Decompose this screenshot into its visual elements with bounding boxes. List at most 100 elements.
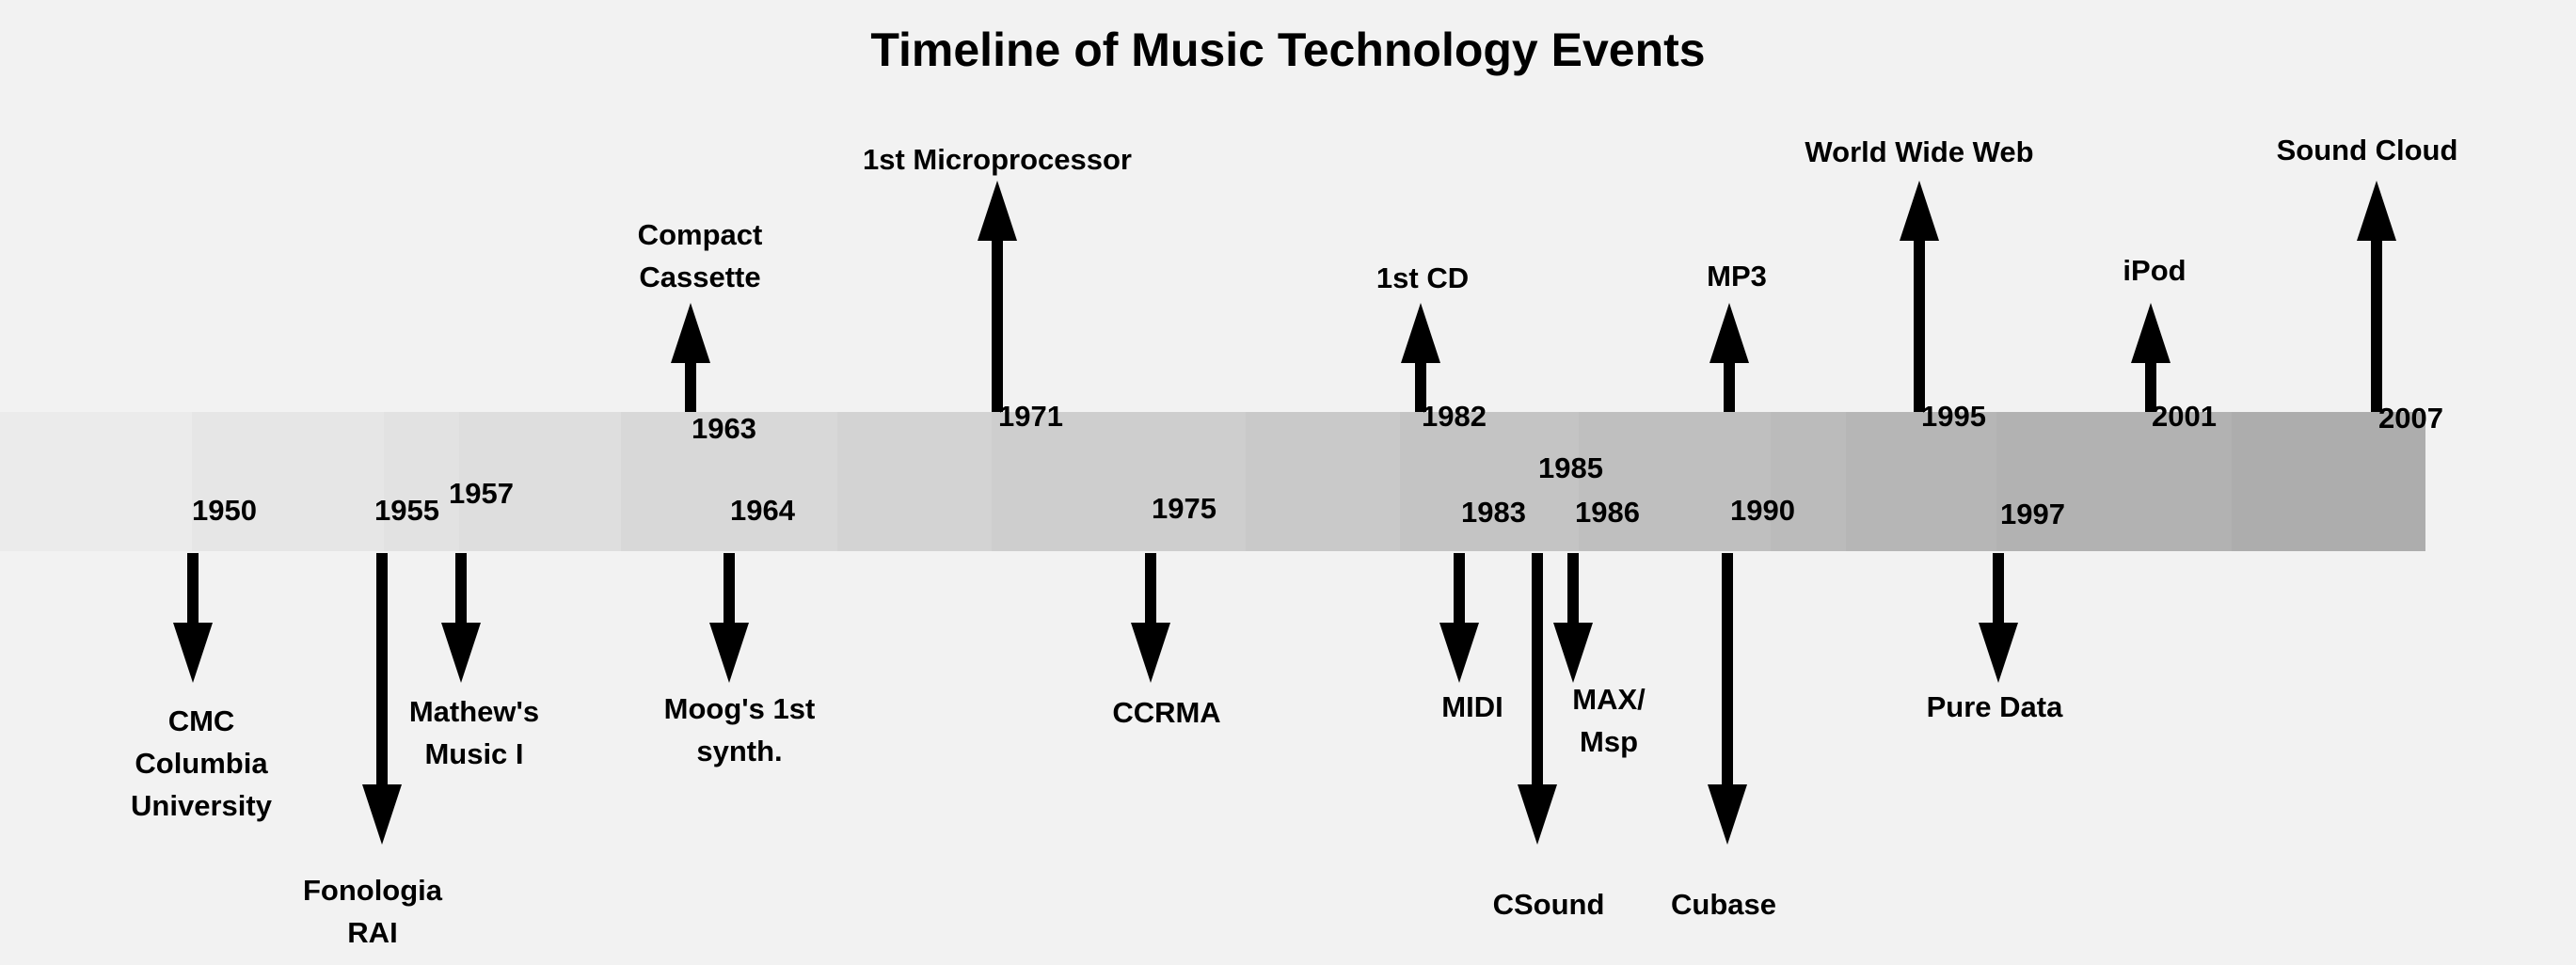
event-label-line: Music I xyxy=(424,736,524,770)
year-label-ccrma: 1975 xyxy=(1152,492,1216,525)
year-label-mp3: 1990 xyxy=(1730,494,1795,527)
event-label-line: Compact xyxy=(637,218,763,251)
arrow-music-i xyxy=(441,553,481,683)
arrow-csound xyxy=(1518,553,1557,845)
event-label-puredata: Pure Data xyxy=(1927,687,2063,729)
event-label-midi: MIDI xyxy=(1441,687,1503,729)
event-label-line: Fonologia xyxy=(302,874,443,907)
year-label-moog: 1964 xyxy=(730,494,795,527)
arrow-shaft xyxy=(1454,553,1465,625)
arrow-shaft xyxy=(992,239,1003,412)
event-label-line: Columbia xyxy=(135,746,268,780)
event-label-line: 1st Microprocessor xyxy=(863,143,1132,176)
band-segment xyxy=(992,412,1246,551)
event-label-line: World Wide Web xyxy=(1805,135,2034,168)
year-label-puredata: 1997 xyxy=(2000,498,2065,530)
year-label-soundcloud: 2007 xyxy=(2378,402,2443,435)
event-label-line: synth. xyxy=(696,734,783,767)
event-label-line: RAI xyxy=(347,915,398,949)
arrow-shaft xyxy=(1993,553,2004,625)
event-label-line: MP3 xyxy=(1707,260,1767,293)
event-label-line: Cassette xyxy=(639,260,761,293)
arrow-head xyxy=(173,623,213,683)
band-segment xyxy=(459,412,621,551)
arrow-puredata xyxy=(1979,553,2018,683)
band-segment xyxy=(1579,412,1771,551)
arrow-shaft xyxy=(455,553,467,625)
event-label-line: Msp xyxy=(1580,724,1638,758)
band-segment xyxy=(384,412,459,551)
band-segment xyxy=(1996,412,2232,551)
event-label-line: MAX/ xyxy=(1572,683,1646,716)
arrow-head xyxy=(709,623,749,683)
band-segment xyxy=(0,412,192,551)
arrow-head xyxy=(978,181,1017,241)
arrow-head xyxy=(1979,623,2018,683)
event-label-line: University xyxy=(131,788,272,822)
arrow-shaft xyxy=(1532,553,1543,786)
arrow-cubase xyxy=(1708,553,1747,845)
arrow-head xyxy=(1518,784,1557,845)
arrow-cmc xyxy=(173,553,213,683)
diagram-title: Timeline of Music Technology Events xyxy=(870,24,1706,76)
band-segment xyxy=(621,412,837,551)
event-label-mp3: MP3 xyxy=(1707,256,1767,298)
arrow-fonologia xyxy=(362,553,402,845)
event-label-microprocessor: 1st Microprocessor xyxy=(863,139,1132,182)
arrow-head xyxy=(1900,181,1939,241)
arrow-head xyxy=(671,303,710,363)
event-label-moog: Moog's 1st synth. xyxy=(664,688,816,773)
arrow-shaft xyxy=(2145,361,2156,412)
arrow-head xyxy=(2357,181,2396,241)
arrow-head xyxy=(441,623,481,683)
event-label-max: MAX/Msp xyxy=(1572,679,1646,764)
event-label-ccrma: CCRMA xyxy=(1112,692,1220,735)
arrow-head xyxy=(1709,303,1749,363)
arrow-shaft xyxy=(1722,553,1733,786)
arrow-www xyxy=(1900,181,1939,412)
arrow-ipod xyxy=(2131,303,2171,412)
arrow-cd xyxy=(1401,303,1440,412)
year-label-cmc: 1950 xyxy=(192,494,257,527)
event-label-line: CSound xyxy=(1492,888,1605,921)
arrow-moog xyxy=(709,553,749,683)
arrow-shaft xyxy=(1567,553,1579,625)
arrow-head xyxy=(1439,623,1479,683)
band-segment xyxy=(1400,412,1579,551)
band-segment xyxy=(837,412,992,551)
arrow-shaft xyxy=(685,361,696,412)
arrow-head xyxy=(2131,303,2171,363)
year-label-max: 1986 xyxy=(1575,496,1640,529)
arrow-head xyxy=(1553,623,1593,683)
event-label-line: Moog's 1st xyxy=(663,692,816,725)
arrow-soundcloud xyxy=(2357,181,2396,412)
event-label-line: MIDI xyxy=(1441,690,1503,723)
year-label-music-i: 1957 xyxy=(449,477,514,510)
arrow-mp3 xyxy=(1709,303,1749,412)
arrow-shaft xyxy=(187,553,199,625)
arrow-shaft xyxy=(724,553,735,625)
year-label-www: 1995 xyxy=(1921,400,1986,433)
year-label-midi: 1983 xyxy=(1461,496,1526,529)
event-label-line: Mathew's xyxy=(408,695,540,728)
band-segment xyxy=(1771,412,1846,551)
event-label-cd: 1st CD xyxy=(1376,258,1469,300)
band-segment xyxy=(192,412,384,551)
arrow-head xyxy=(362,784,402,845)
arrow-midi xyxy=(1439,553,1479,683)
arrow-max xyxy=(1553,553,1593,683)
arrow-cassette xyxy=(671,303,710,412)
arrow-ccrma xyxy=(1131,553,1170,683)
year-label-csound: 1985 xyxy=(1538,451,1603,484)
year-label-cd: 1982 xyxy=(1422,400,1487,433)
arrow-shaft xyxy=(2371,239,2382,412)
event-label-www: World Wide Web xyxy=(1805,132,2033,174)
event-label-line: Cubase xyxy=(1671,888,1776,921)
event-label-line: iPod xyxy=(2123,254,2186,287)
band-segment xyxy=(2232,412,2425,551)
year-label-cassette: 1963 xyxy=(692,412,756,445)
event-label-soundcloud: Sound Cloud xyxy=(2277,130,2458,172)
